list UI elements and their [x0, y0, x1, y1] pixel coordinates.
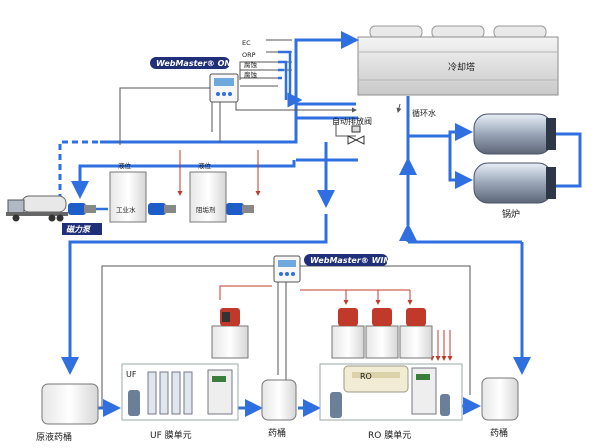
supply-dashed-line [58, 140, 100, 200]
ro-dosing-tank-2 [365, 308, 399, 359]
industrial-water-tank: 液位 工业水 [109, 161, 147, 223]
signal-orp: ORP [242, 51, 256, 59]
signal-ec: EC [242, 39, 251, 47]
ro-dosing-tank-3 [399, 308, 433, 359]
chem-tank-1: 药桶 [261, 379, 297, 439]
webmaster-wind-controller [273, 255, 301, 283]
chem-tank-2: 药桶 [481, 377, 519, 439]
circulating-water-label: 循环水 [412, 108, 436, 118]
dosing-lines-top [177, 150, 261, 196]
uf-tag: UF [126, 370, 137, 379]
raw-tank-label: 原液药桶 [36, 431, 72, 443]
tanker-truck [6, 195, 68, 222]
signal-to-tower [278, 50, 303, 108]
chem-tank-2-label: 药桶 [490, 427, 508, 439]
auto-drain-valve-label: 自动排放阀 [332, 116, 372, 126]
level-label-1: 液位 [118, 161, 132, 170]
magnetic-pump-label: 磁力泵 [66, 225, 92, 234]
chem-tank-1-label: 药桶 [268, 427, 286, 439]
level-label-2: 液位 [198, 161, 212, 170]
webmaster-wind-badge: WebMaster® WIND [304, 254, 397, 266]
boiler-unit: 锅炉 [473, 113, 556, 220]
ro-unit-label: RO 膜单元 [368, 429, 411, 441]
raw-liquid-tank: 原液药桶 [36, 383, 99, 443]
cooling-tower: 冷却塔 [357, 25, 559, 96]
scale-inhibitor-label: 阻垢剂 [196, 205, 216, 214]
webmaster-one-label: WebMaster® ONE [156, 59, 237, 68]
scale-inhibitor-tank: 液位 阻垢剂 [189, 161, 227, 223]
magnetic-pump-badge: 磁力泵 [62, 223, 102, 235]
uf-membrane-unit: UF UF 膜单元 [121, 363, 239, 441]
water-lines-top [71, 31, 582, 225]
cooling-tower-label: 冷却塔 [448, 61, 475, 73]
pump-2 [148, 203, 176, 215]
industrial-water-label: 工业水 [116, 205, 136, 214]
webmaster-one-controller [209, 73, 239, 103]
signal-corrosion-2: 腐蚀 [244, 70, 258, 79]
pump-3 [226, 203, 254, 215]
water-lines-bottom [61, 214, 531, 417]
magnetic-pump [68, 203, 96, 215]
ro-dosing-tank-1 [331, 308, 365, 359]
boiler-label: 锅炉 [502, 208, 520, 220]
uf-dosing-tank [211, 308, 249, 359]
webmaster-wind-label: WebMaster® WIND [310, 256, 397, 265]
auto-drain-valve [347, 125, 365, 145]
signal-corrosion-1: 腐蚀 [244, 60, 258, 69]
uf-unit-label: UF 膜单元 [150, 429, 192, 441]
webmaster-one-badge: WebMaster® ONE [150, 57, 237, 69]
ro-membrane-unit: RO RO 膜单元 [319, 363, 463, 441]
ro-tag: RO [360, 372, 372, 381]
